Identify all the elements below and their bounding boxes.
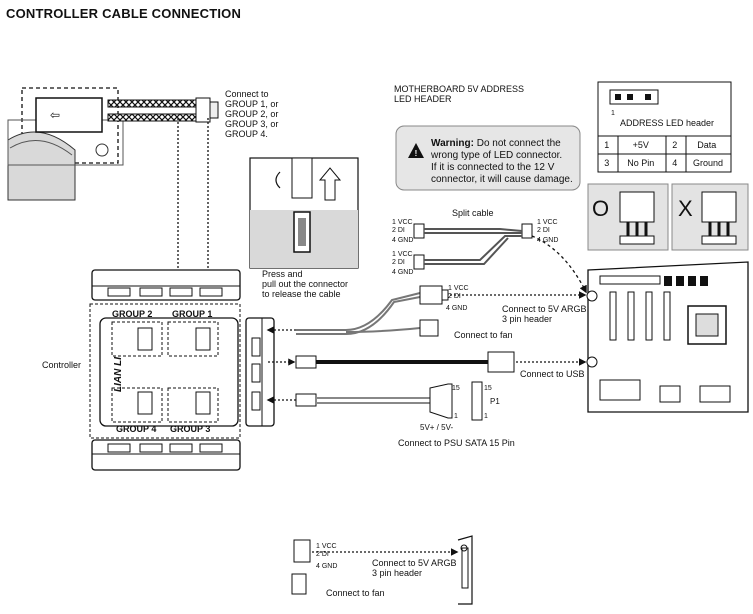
svg-text:5V+ / 5V-: 5V+ / 5V- <box>420 423 453 432</box>
correct-connector: O <box>587 183 669 251</box>
svg-text:O: O <box>592 196 609 221</box>
warning-box: ! Warning: Do not connect the wrong type… <box>395 125 581 191</box>
usb-note: Connect to USB <box>520 369 585 379</box>
split-cable <box>413 223 533 270</box>
svg-text:1 VCC 2 DI 4 GND: 1 VCC 2 DI 4 GND <box>316 543 339 570</box>
release-cable-inset <box>249 157 359 269</box>
split-cable-label: Split cable <box>452 208 494 218</box>
bottom-argb-detail <box>291 535 473 605</box>
sata-labels: 15 15 1 1 <box>452 385 494 420</box>
press-note: Press and pull out the connector to rele… <box>262 269 351 299</box>
controller <box>89 269 275 471</box>
arrow-left-icon: ⇦ <box>50 108 60 122</box>
bottom-fan-note: Connect to fan <box>326 588 385 598</box>
lian-li-logo: LIAN LI <box>113 357 124 392</box>
fan-note: Connect to fan <box>454 330 513 340</box>
svg-text:ADDRESS LED header: ADDRESS LED header <box>620 118 714 128</box>
svg-text:1: 1 <box>611 110 615 117</box>
svg-text:!: ! <box>415 149 418 158</box>
motherboard <box>586 261 749 413</box>
group-4-label: GROUP 4 <box>116 424 156 434</box>
group-3-label: GROUP 3 <box>170 424 210 434</box>
incorrect-connector: X <box>671 183 749 251</box>
top-note: Connect to GROUP 1, or GROUP 2, or GROUP… <box>225 89 281 139</box>
svg-text:1 +5V 2 Data: 1 +5V 2 Data 3 No Pin 4 Ground <box>604 140 723 168</box>
svg-text:1 VCC 2 DI 4 GND: 1 VCC 2 DI 4 GND <box>446 285 471 312</box>
controller-label: Controller <box>42 360 81 370</box>
warning-icon <box>408 143 424 158</box>
svg-text:P1: P1 <box>490 397 500 406</box>
svg-text:X: X <box>678 196 693 221</box>
page-title: CONTROLLER CABLE CONNECTION <box>6 6 242 21</box>
side-cables <box>295 285 515 421</box>
psu-note: Connect to PSU SATA 15 Pin <box>398 438 515 448</box>
svg-text:GROUP 2 GROUP 1 GROUP: GROUP 2 GROUP 1 GROUP 4 GROUP 3 <box>112 309 215 434</box>
fan-cable-illustration: ⇦ <box>7 87 219 201</box>
mb-header-label: MOTHERBOARD 5V ADDRESS LED HEADER <box>394 84 527 104</box>
group-2-label: GROUP 2 <box>112 309 152 319</box>
argb-note: Connect to 5V ARGB 3 pin header <box>502 304 589 324</box>
group-1-label: GROUP 1 <box>172 309 212 319</box>
bottom-argb-note: Connect to 5V ARGB 3 pin header <box>372 558 459 578</box>
address-led-table: 1 ADDRESS LED header 1 +5V 2 Data 3 No P… <box>597 81 732 173</box>
svg-text:1 VCC 2 DI 4 GND 1: 1 VCC 2 DI 4 GND 1 VCC 2 DI 4 GND 1 VCC … <box>392 219 560 276</box>
svg-text:Warning: Do not connect the: Warning: Do not connect the wrong type o… <box>430 138 573 185</box>
